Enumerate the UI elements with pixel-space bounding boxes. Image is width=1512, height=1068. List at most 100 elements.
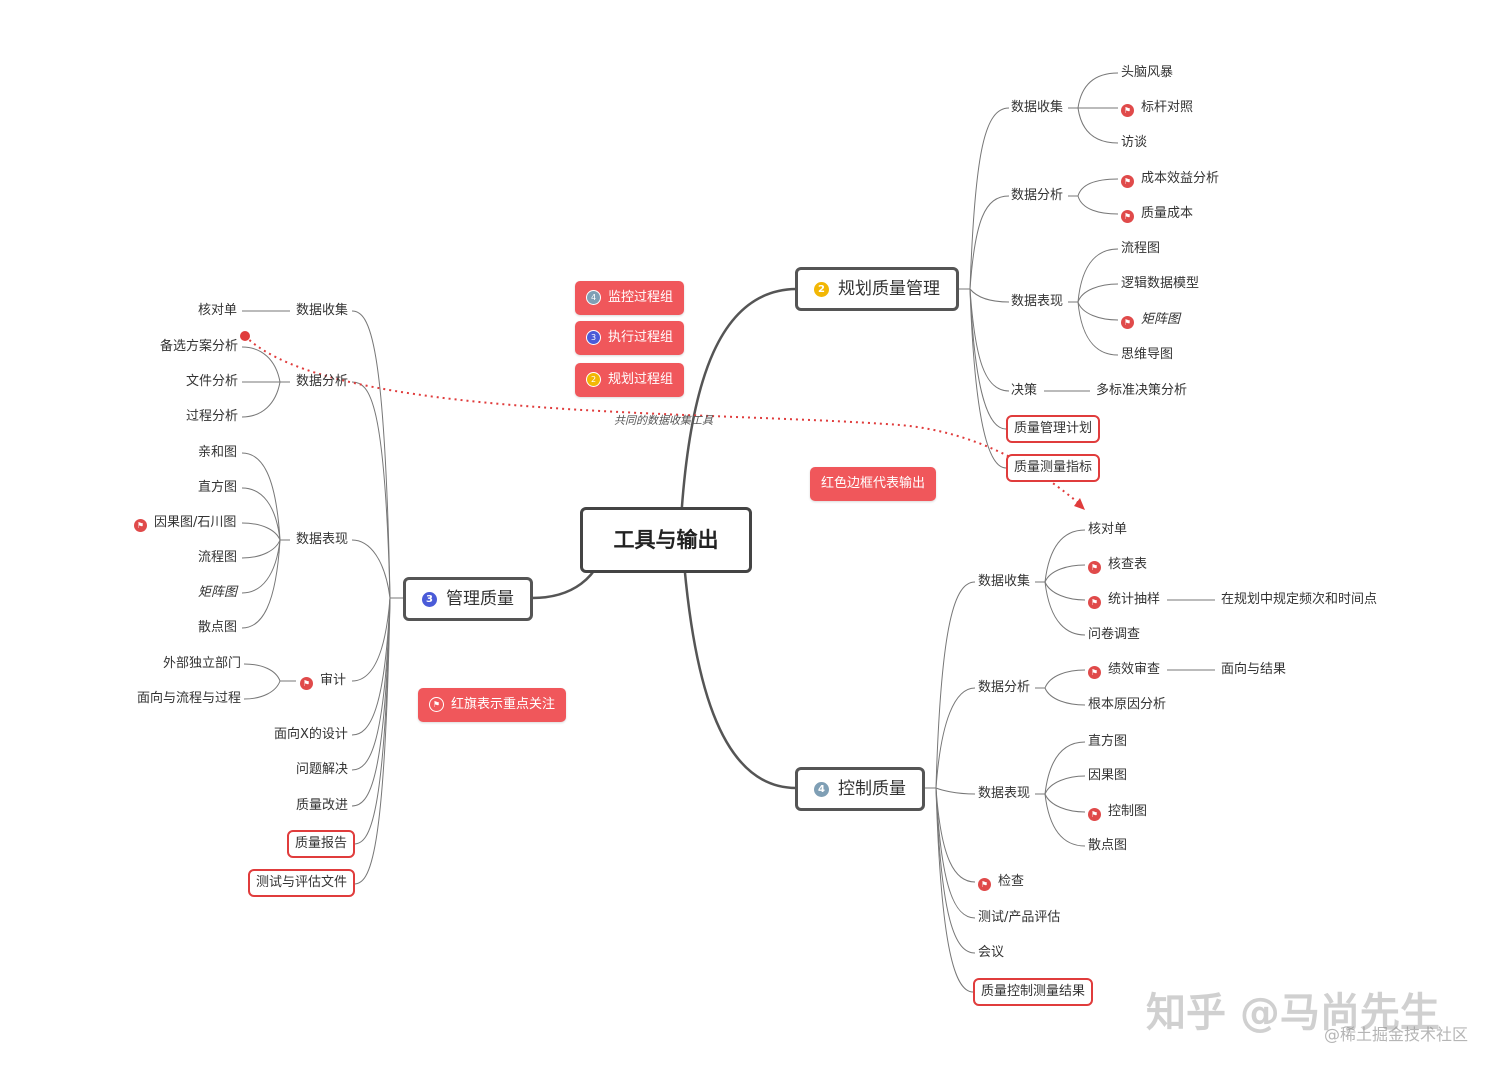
control-cause-effect[interactable]: 因果图 [1088, 768, 1128, 783]
manage-data-analysis[interactable]: 数据分析 [296, 374, 349, 389]
plan-brainstorming[interactable]: 头脑风暴 [1121, 65, 1174, 80]
plan-data-representation[interactable]: 数据表现 [1011, 294, 1064, 309]
control-meetings[interactable]: 会议 [978, 945, 1005, 960]
branch-plan [679, 287, 797, 521]
control-sampling-note[interactable]: 在规划中规定频次和时间点 [1221, 592, 1378, 607]
flag-icon: ⚑ [1121, 175, 1134, 188]
flag-icon: ⚑ [1088, 808, 1101, 821]
flag-icon: ⚑ [1121, 316, 1134, 329]
flag-icon: ⚑ [978, 878, 991, 891]
plan-output-qm-plan[interactable]: 质量管理计划 [1006, 415, 1101, 443]
flag-icon: ⚑ [1088, 596, 1101, 609]
legend-execute-group: 3 执行过程组 [575, 321, 685, 355]
relation-arrowhead [1074, 498, 1085, 510]
plan-data-collection[interactable]: 数据收集 [1011, 100, 1064, 115]
legend-label: 红色边框代表输出 [821, 476, 926, 491]
plan-cost-of-quality[interactable]: ⚑质量成本 [1121, 205, 1193, 223]
number-3-icon: 3 [586, 330, 601, 345]
plan-logical-data-model[interactable]: 逻辑数据模型 [1121, 276, 1200, 291]
control-check-sheet[interactable]: ⚑ 核查表 [1088, 556, 1147, 574]
manage-audit[interactable]: ⚑审计 [300, 672, 346, 690]
control-performance-review[interactable]: ⚑绩效审查 [1088, 661, 1160, 679]
plan-cost-benefit[interactable]: ⚑成本效益分析 [1121, 170, 1219, 188]
number-4-icon: 4 [586, 290, 601, 305]
control-data-collection[interactable]: 数据收集 [978, 574, 1031, 589]
control-scatter[interactable]: 散点图 [1088, 838, 1128, 853]
manage-affinity-diagram[interactable]: 亲和图 [198, 445, 238, 460]
plan-mcda[interactable]: 多标准决策分析 [1096, 383, 1188, 398]
manage-document-analysis[interactable]: 文件分析 [186, 374, 239, 389]
topic-plan-quality[interactable]: 2 规划质量管理 [795, 267, 959, 311]
control-histogram[interactable]: 直方图 [1088, 734, 1128, 749]
topic-manage-label: 管理质量 [446, 589, 514, 609]
plan-benchmarking[interactable]: ⚑标杆对照 [1121, 99, 1193, 117]
flag-icon: ⚑ [1121, 210, 1134, 223]
flag-icon: ⚑ [429, 697, 444, 712]
manage-quality-improvement[interactable]: 质量改进 [296, 798, 349, 813]
plan-flowchart[interactable]: 流程图 [1121, 241, 1161, 256]
manage-process-analysis[interactable]: 过程分析 [186, 409, 239, 424]
central-topic[interactable]: 工具与输出 [580, 507, 752, 573]
manage-design-for-x[interactable]: 面向X的设计 [274, 727, 348, 742]
item-label: 因果图/石川图 [154, 515, 237, 530]
flag-icon: ⚑ [1088, 561, 1101, 574]
number-2-icon: 2 [586, 372, 601, 387]
control-output-measurements[interactable]: 质量控制测量结果 [973, 978, 1094, 1006]
shared-tool-note: 共同的数据收集工具 [614, 414, 713, 427]
control-testing[interactable]: 测试/产品评估 [978, 910, 1061, 925]
plan-matrix-diagram[interactable]: ⚑ 矩阵图 [1121, 311, 1180, 329]
manage-connectors [241, 310, 403, 885]
control-review-note[interactable]: 面向与结果 [1221, 662, 1287, 677]
number-3-icon: 3 [422, 592, 437, 607]
manage-matrix-diagram[interactable]: 矩阵图 [198, 585, 238, 600]
manage-alternatives-analysis[interactable]: 备选方案分析 [160, 339, 239, 354]
plan-interviews[interactable]: 访谈 [1121, 135, 1148, 150]
manage-checklist[interactable]: 核对单 [198, 303, 238, 318]
item-label: 控制图 [1108, 804, 1148, 819]
legend-plan-group: 2 规划过程组 [575, 363, 685, 397]
control-control-chart[interactable]: ⚑ 控制图 [1088, 803, 1147, 821]
control-inspection[interactable]: ⚑ 检查 [978, 873, 1024, 891]
watermark-sub: @稀土掘金技术社区 [1324, 1025, 1469, 1044]
topic-plan-label: 规划质量管理 [838, 279, 940, 299]
control-questionnaire[interactable]: 问卷调查 [1088, 627, 1141, 642]
topic-manage-quality[interactable]: 3 管理质量 [403, 577, 533, 621]
item-label: 统计抽样 [1108, 592, 1161, 607]
number-4-icon: 4 [814, 782, 829, 797]
legend-label: 规划过程组 [608, 372, 674, 387]
plan-decision[interactable]: 决策 [1011, 383, 1038, 398]
manage-audit-external[interactable]: 外部独立部门 [163, 656, 242, 671]
number-2-icon: 2 [814, 282, 829, 297]
item-label: 检查 [998, 874, 1025, 889]
legend-label: 执行过程组 [608, 330, 674, 345]
manage-output-quality-report[interactable]: 质量报告 [287, 830, 356, 858]
control-checklist[interactable]: 核对单 [1088, 522, 1128, 537]
flag-icon: ⚑ [134, 519, 147, 532]
manage-flowchart[interactable]: 流程图 [198, 550, 238, 565]
item-label: 核查表 [1108, 557, 1148, 572]
control-root-cause[interactable]: 根本原因分析 [1088, 697, 1167, 712]
plan-output-quality-metrics[interactable]: 质量测量指标 [1006, 454, 1101, 482]
manage-scatter-diagram[interactable]: 散点图 [198, 620, 238, 635]
branch-control [679, 519, 797, 790]
control-data-representation[interactable]: 数据表现 [978, 786, 1031, 801]
item-label: 审计 [320, 673, 347, 688]
topic-control-label: 控制质量 [838, 779, 906, 799]
control-data-analysis[interactable]: 数据分析 [978, 680, 1031, 695]
manage-output-test-docs[interactable]: 测试与评估文件 [248, 869, 356, 897]
plan-mind-map[interactable]: 思维导图 [1121, 347, 1174, 362]
plan-data-analysis[interactable]: 数据分析 [1011, 188, 1064, 203]
central-topic-label: 工具与输出 [613, 528, 719, 552]
manage-histogram[interactable]: 直方图 [198, 480, 238, 495]
control-statistical-sampling[interactable]: ⚑ 统计抽样 [1088, 591, 1160, 609]
manage-data-collection[interactable]: 数据收集 [296, 303, 349, 318]
manage-cause-effect[interactable]: ⚑ 因果图/石川图 [134, 514, 236, 532]
topic-control-quality[interactable]: 4 控制质量 [795, 767, 925, 811]
manage-data-representation[interactable]: 数据表现 [296, 532, 349, 547]
item-label: 标杆对照 [1141, 100, 1194, 115]
manage-audit-process[interactable]: 面向与流程与过程 [137, 691, 242, 706]
manage-problem-solving[interactable]: 问题解决 [296, 762, 349, 777]
item-label: 矩阵图 [1141, 312, 1181, 327]
